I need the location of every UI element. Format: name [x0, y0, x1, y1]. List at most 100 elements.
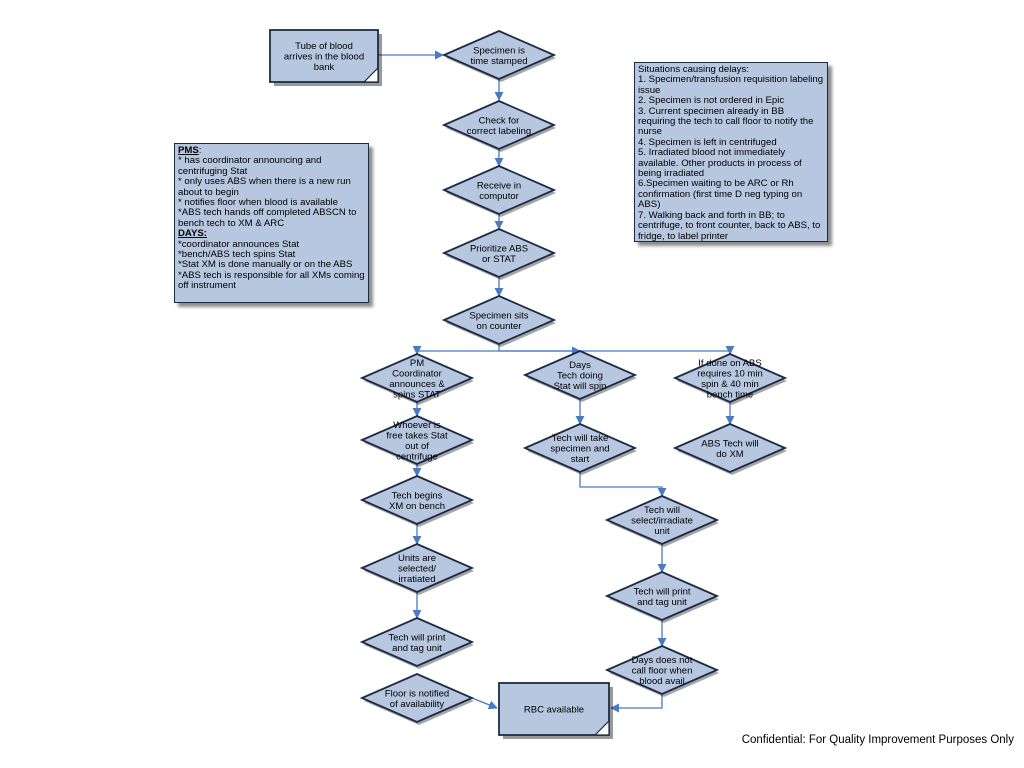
node-shape — [522, 423, 638, 473]
node-label: arrives in the blood — [284, 52, 364, 63]
node-label: bench time — [707, 389, 753, 400]
node-shape — [359, 617, 475, 667]
node-label: do XM — [716, 449, 744, 460]
node-label: on counter — [477, 321, 522, 332]
node-label: Coordinator — [392, 368, 442, 379]
node-label: Tech will take — [552, 433, 609, 444]
node-label: spin & 40 min — [701, 379, 759, 390]
delays-note: Situations causing delays: 1. Specimen/t… — [634, 62, 828, 242]
delay-item: 7. Walking back and forth in BB; to cent… — [638, 209, 821, 242]
node-label: correct labeling — [467, 126, 531, 137]
node-label: selected/ — [398, 564, 436, 575]
node-shape — [359, 673, 475, 723]
box-shape — [498, 682, 610, 736]
node-shape — [441, 165, 557, 215]
node-label: centrifuge — [396, 451, 438, 462]
delay-item: 4. Specimen is left in centrifuged — [638, 136, 777, 148]
node-label: Days does not — [632, 655, 693, 666]
node-label: RBC available — [524, 705, 584, 716]
node-label: Prioritize ABS — [470, 243, 528, 254]
node-label: start — [571, 454, 590, 465]
node-label: or STAT — [482, 254, 516, 265]
node-label: time stamped — [470, 56, 527, 67]
connector-arrow — [471, 697, 498, 710]
connector-arrow — [579, 472, 667, 497]
node-shape — [359, 353, 475, 403]
pms-line: * only uses ABS when there is a new run … — [178, 176, 351, 198]
days-line: *coordinator announces Stat — [178, 238, 300, 250]
pms-line: * notifies floor when blood is available — [178, 197, 338, 209]
delay-item: 5. Irradiated blood not immediately avai… — [638, 147, 802, 180]
node-label: and tag unit — [392, 643, 442, 654]
node-label: bank — [314, 62, 335, 73]
confidential-footer: Confidential: For Quality Improvement Pu… — [741, 734, 1014, 746]
node-label: and tag unit — [637, 597, 687, 608]
node-label: Specimen sits — [469, 310, 528, 321]
node-label: Tech will — [644, 505, 680, 516]
node-shape — [672, 423, 788, 473]
node-label: Stat will spin — [554, 381, 607, 392]
pms-line: * has coordinator announcing and centrif… — [178, 155, 322, 177]
node-shape — [672, 353, 788, 403]
box-shape — [269, 29, 379, 83]
delay-item: 1. Specimen/transfusion requisition labe… — [638, 74, 824, 96]
node-label: unit — [654, 526, 670, 537]
node-label: of availability — [390, 699, 445, 710]
node-label: out of — [405, 441, 429, 452]
node-label: select/irradiate — [631, 516, 693, 527]
node-shape — [522, 350, 638, 400]
node-label: PM — [410, 358, 424, 369]
node-label: Floor is notified — [385, 688, 449, 699]
node-label: If done on ABS — [698, 358, 761, 369]
node-label: irratiated — [399, 574, 436, 585]
node-shape — [441, 228, 557, 278]
node-shape — [604, 495, 720, 545]
box-fold — [362, 66, 379, 83]
node-label: Check for — [479, 115, 520, 126]
node-shape — [441, 295, 557, 345]
node-label: Specimen is — [473, 45, 525, 56]
pms-days-note: PMS: * has coordinator announcing and ce… — [174, 143, 369, 303]
days-line: *ABS tech is responsible for all XMs com… — [178, 269, 365, 292]
node-label: call floor when — [632, 666, 693, 677]
connector-arrow — [412, 344, 500, 355]
node-shape — [441, 100, 557, 150]
node-label: specimen and — [550, 444, 609, 455]
node-label: requires 10 min — [697, 368, 762, 379]
node-label: announces & — [389, 379, 445, 390]
days-line: *bench/ABS tech spins Stat — [178, 249, 296, 261]
connector-arrow — [499, 345, 735, 355]
connector-arrow — [610, 694, 663, 713]
delay-item: 3. Current specimen already in BB requir… — [638, 105, 814, 138]
node-shape — [441, 30, 557, 80]
delay-item: 2. Specimen is not ordered in Epic — [638, 95, 785, 107]
box-fold — [593, 719, 610, 736]
node-label: Tube of blood — [295, 41, 353, 52]
node-shape — [604, 571, 720, 621]
node-label: Whoever is — [393, 420, 441, 431]
node-label: Units are — [398, 553, 436, 564]
node-shape — [359, 475, 475, 525]
node-label: XM on bench — [389, 501, 445, 512]
node-label: Tech doing — [557, 371, 603, 382]
node-shape — [359, 543, 475, 593]
node-label: free takes Stat — [386, 430, 448, 441]
